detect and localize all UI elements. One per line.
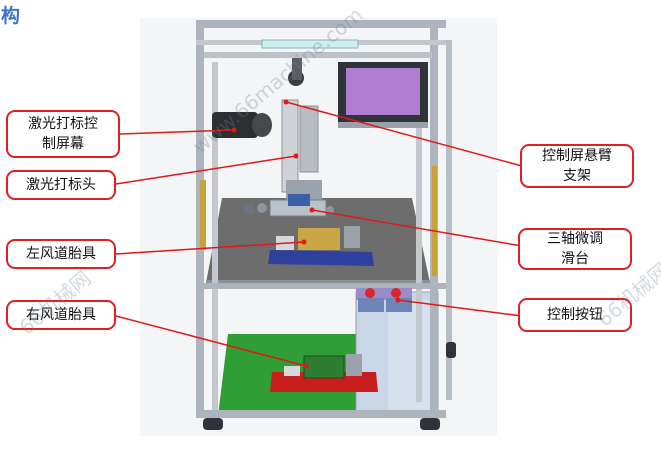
arrowhead [395, 297, 401, 303]
laser-top-mount [292, 58, 302, 80]
xyz-slide-stage [288, 194, 310, 206]
frame-bottom-beam [196, 410, 446, 418]
button-housing-left [358, 298, 384, 312]
right-fixture-base [270, 372, 378, 392]
arrowhead [231, 127, 237, 133]
control-button-red-2 [391, 288, 401, 298]
leader-arrowheads [231, 99, 401, 369]
leader-control-button [397, 299, 523, 317]
frame-top-beam [196, 20, 446, 28]
arrowhead [293, 153, 299, 159]
left-fixture-clamp [344, 226, 360, 248]
caster-rear [446, 342, 456, 358]
callout-text: 控制屏悬臂 支架 [542, 148, 612, 184]
leader-xyz-slide [311, 209, 523, 247]
leader-lines [115, 101, 523, 367]
laser-controller-cap [252, 113, 272, 137]
callout-screen-cantilever-bracket: 控制屏悬臂 支架 [520, 144, 634, 188]
left-fixture-part [298, 228, 340, 250]
arrowhead [309, 207, 315, 213]
arrowhead [301, 239, 307, 245]
monitor-screen [346, 68, 420, 115]
callout-laser-marking-screen: 激光打标控 制屏幕 [6, 110, 120, 158]
callout-right-duct-fixture: 右风道胎具 [6, 300, 116, 330]
callout-text: 激光打标控 制屏幕 [28, 116, 98, 152]
leader-right-fixture [115, 315, 307, 367]
right-fixture-part [303, 355, 345, 379]
yellow-post-left [200, 180, 206, 250]
frame-column-right-rear [416, 62, 422, 402]
frame-column-left-rear [212, 62, 218, 418]
left-fixture-base [268, 250, 374, 266]
leader-laser-head [115, 155, 297, 185]
laser-head-column [281, 99, 299, 193]
callout-text: 左风道胎具 [26, 246, 96, 262]
slide-heading: 构 [0, 4, 20, 28]
frame-column-right-outer [446, 40, 452, 400]
callout-control-button: 控制按钮 [518, 298, 632, 332]
caster-left [203, 418, 223, 430]
monitor-base [338, 122, 428, 128]
leader-laser-screen [119, 129, 235, 135]
yellow-post-right [432, 166, 437, 276]
right-fixture-block [284, 366, 300, 376]
caster-right [420, 418, 440, 430]
callout-text: 控制按钮 [547, 307, 603, 323]
leader-screen-arm [285, 101, 523, 167]
callout-text: 三轴微调 滑台 [547, 231, 603, 267]
cabinet-side [388, 300, 438, 412]
laser-head-body [299, 105, 319, 173]
xyz-handle [244, 204, 254, 214]
xyz-knob-left [257, 203, 267, 213]
right-fixture-clamp [346, 354, 362, 376]
leader-left-fixture [115, 241, 305, 255]
callout-text: 右风道胎具 [26, 307, 96, 323]
laser-controller-box [212, 112, 258, 138]
top-light-strip [261, 39, 359, 49]
callout-three-axis-slide: 三轴微调 滑台 [518, 228, 632, 270]
frame-top-rear-beam [204, 52, 432, 58]
callout-laser-marking-head: 激光打标头 [6, 170, 116, 200]
callout-left-duct-fixture: 左风道胎具 [6, 239, 116, 269]
callout-text: 激光打标头 [26, 177, 96, 193]
arrowhead [303, 363, 309, 369]
arrowhead [283, 99, 289, 105]
control-button-red [365, 288, 375, 298]
frame-mid-beam [196, 283, 446, 289]
slide-heading-text: 构 [0, 5, 20, 27]
